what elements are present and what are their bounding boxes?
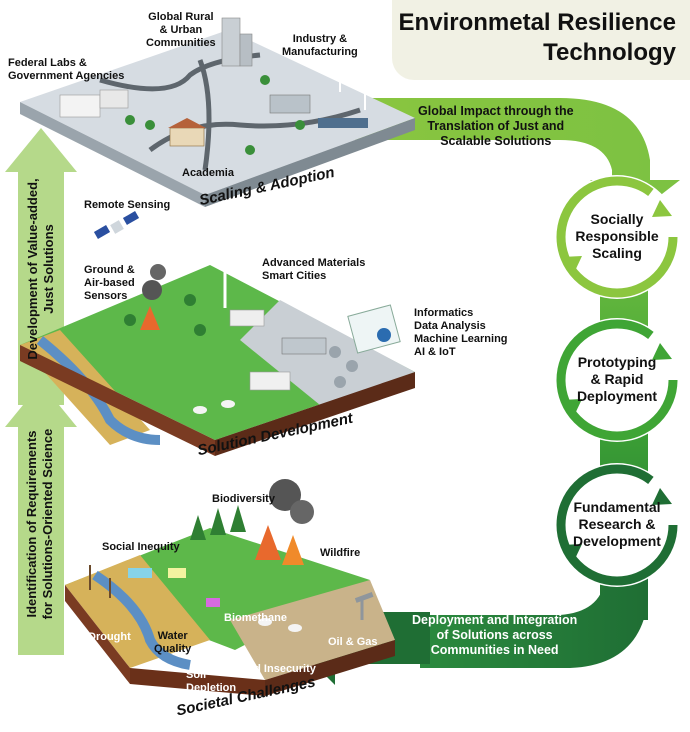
label-academia: Academia — [182, 167, 234, 179]
cycle-label-research: Fundamental Research & Development — [573, 499, 661, 549]
label-requirements: Identification of Requirements for Solut… — [24, 428, 55, 620]
title-box: Environmetal Resilience Technology — [392, 0, 690, 80]
label-biodiversity: Biodiversity — [212, 493, 275, 505]
label-oil-gas: Oil & Gas — [328, 636, 378, 648]
main-title: Environmetal Resilience Technology — [396, 8, 676, 68]
label-advanced-materials: Advanced Materials Smart Cities — [262, 257, 366, 282]
cycle-circle-1 — [555, 175, 679, 299]
cycle-circle-2 — [555, 318, 679, 442]
cycle-circle-3 — [555, 463, 679, 587]
label-wildfire: Wildfire — [320, 547, 361, 559]
label-sensors: Ground & Air-based Sensors — [84, 264, 135, 302]
label-water-quality: Water Quality — [154, 630, 192, 655]
label-remote-sensing: Remote Sensing — [84, 199, 171, 211]
label-global-communities: Global Rural & Urban Communities — [146, 11, 216, 49]
label-social-inequity: Social Inequity — [102, 541, 180, 553]
left-arrow-lower — [5, 383, 77, 655]
label-value-added: Development of Value-added, Just Solutio… — [25, 178, 56, 360]
platform-societal — [65, 479, 395, 696]
label-informatics: Informatics Data Analysis Machine Learni… — [414, 307, 508, 358]
platform-solution — [20, 211, 415, 456]
label-biomethane: Biomethane — [224, 612, 287, 624]
label-food-insecurity: Food Insecurity — [234, 663, 316, 675]
cycle-label-prototyping: Prototyping & Rapid Deployment — [576, 354, 658, 404]
label-federal-labs: Federal Labs & Government Agencies — [8, 57, 125, 82]
label-drought: Drought — [88, 631, 131, 643]
title-line2: Technology — [543, 39, 676, 66]
label-soil-depletion: Soil Depletion — [186, 669, 237, 694]
cycle-label-scaling: Socially Responsible Scaling — [575, 211, 659, 261]
platform-scaling — [20, 17, 415, 207]
label-global-impact: Global Impact through the Translation of… — [418, 104, 574, 148]
label-deployment: Deployment and Integration of Solutions … — [412, 613, 578, 657]
title-line1: Environmetal Resilience — [398, 9, 676, 36]
label-industry: Industry & Manufacturing — [282, 33, 358, 58]
